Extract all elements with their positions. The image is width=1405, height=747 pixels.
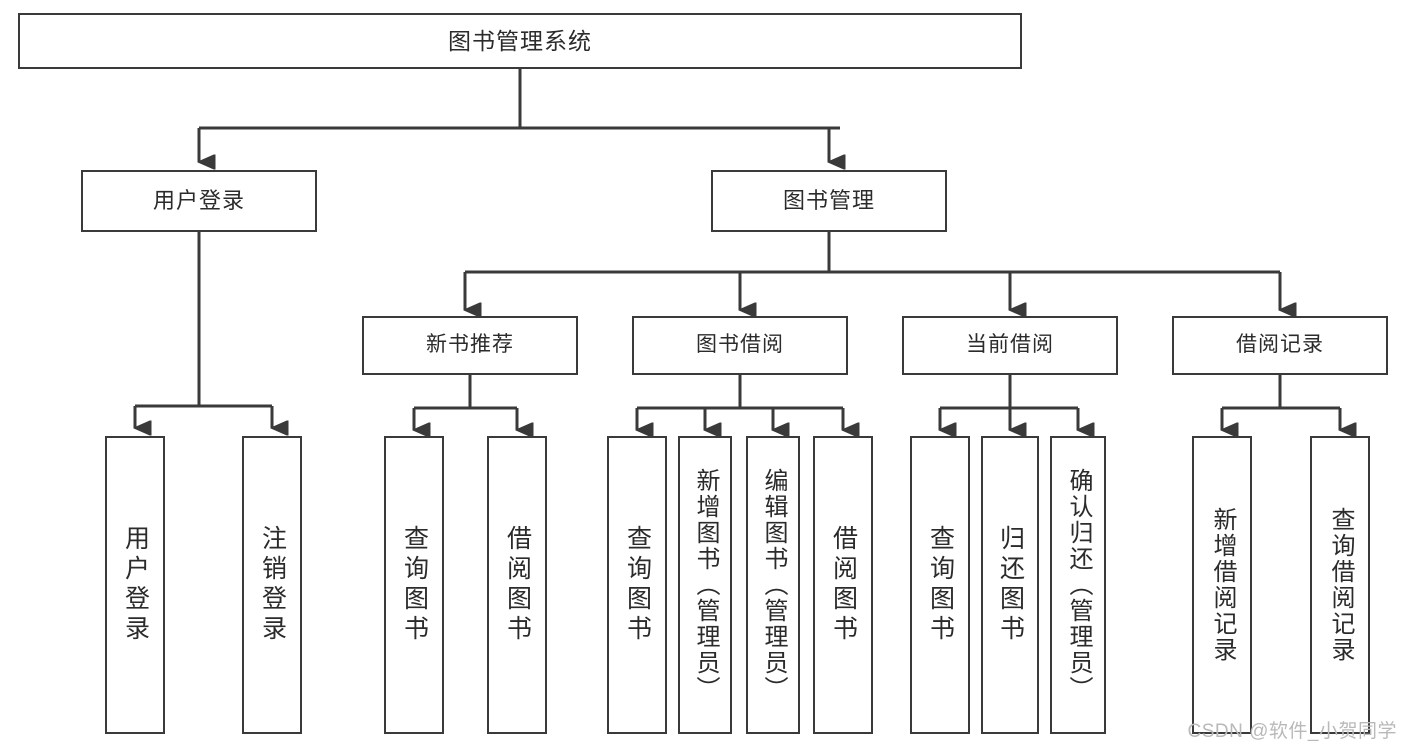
node-current-borrow-label: 当前借阅 — [966, 333, 1054, 357]
leaf-return-book[interactable]: 归还图书 — [981, 436, 1039, 734]
node-root-label: 图书管理系统 — [448, 27, 592, 54]
node-current-borrow[interactable]: 当前借阅 — [902, 316, 1118, 375]
leaf-query-book-current-label: 查询图书 — [926, 525, 955, 645]
leaf-confirm-return-admin-label: 确认归还（管理员） — [1065, 468, 1092, 702]
leaf-borrow-book-borrow-label: 借阅图书 — [829, 525, 858, 645]
leaf-query-book-recommend-label: 查询图书 — [400, 525, 429, 645]
leaf-edit-book-admin-label: 编辑图书（管理员） — [760, 468, 787, 702]
leaf-borrow-book-recommend-label: 借阅图书 — [503, 525, 532, 645]
leaf-edit-book-admin[interactable]: 编辑图书（管理员） — [746, 436, 800, 734]
node-borrow-record[interactable]: 借阅记录 — [1172, 316, 1388, 375]
node-new-book-recommend[interactable]: 新书推荐 — [362, 316, 578, 375]
node-book-manage[interactable]: 图书管理 — [711, 170, 947, 232]
leaf-return-book-label: 归还图书 — [996, 525, 1025, 645]
node-borrow-record-label: 借阅记录 — [1236, 333, 1324, 357]
leaf-logout[interactable]: 注销登录 — [242, 436, 302, 734]
node-book-manage-label: 图书管理 — [782, 188, 875, 214]
leaf-query-book-recommend[interactable]: 查询图书 — [384, 436, 444, 734]
node-book-borrow-label: 图书借阅 — [696, 333, 784, 357]
node-root[interactable]: 图书管理系统 — [18, 13, 1022, 69]
leaf-add-borrow-record-label: 新增借阅记录 — [1209, 507, 1236, 663]
leaf-borrow-book-borrow[interactable]: 借阅图书 — [813, 436, 873, 734]
leaf-query-borrow-record-label: 查询借阅记录 — [1327, 507, 1354, 663]
csdn-watermark: CSDN @软件_小贺同学 — [1187, 721, 1397, 742]
leaf-borrow-book-recommend[interactable]: 借阅图书 — [487, 436, 547, 734]
leaf-user-login-label: 用户登录 — [121, 525, 150, 645]
leaf-query-book-current[interactable]: 查询图书 — [910, 436, 970, 734]
leaf-confirm-return-admin[interactable]: 确认归还（管理员） — [1050, 436, 1106, 734]
leaf-query-borrow-record[interactable]: 查询借阅记录 — [1310, 436, 1370, 734]
node-user-login[interactable]: 用户登录 — [81, 170, 317, 232]
node-user-login-label: 用户登录 — [152, 188, 245, 214]
leaf-query-book-borrow[interactable]: 查询图书 — [607, 436, 667, 734]
leaf-add-borrow-record[interactable]: 新增借阅记录 — [1192, 436, 1252, 734]
leaf-logout-label: 注销登录 — [258, 525, 287, 645]
leaf-query-book-borrow-label: 查询图书 — [623, 525, 652, 645]
leaf-add-book-admin-label: 新增图书（管理员） — [692, 468, 719, 702]
node-new-book-recommend-label: 新书推荐 — [426, 333, 514, 357]
leaf-add-book-admin[interactable]: 新增图书（管理员） — [678, 436, 732, 734]
leaf-user-login[interactable]: 用户登录 — [105, 436, 165, 734]
node-book-borrow[interactable]: 图书借阅 — [632, 316, 848, 375]
